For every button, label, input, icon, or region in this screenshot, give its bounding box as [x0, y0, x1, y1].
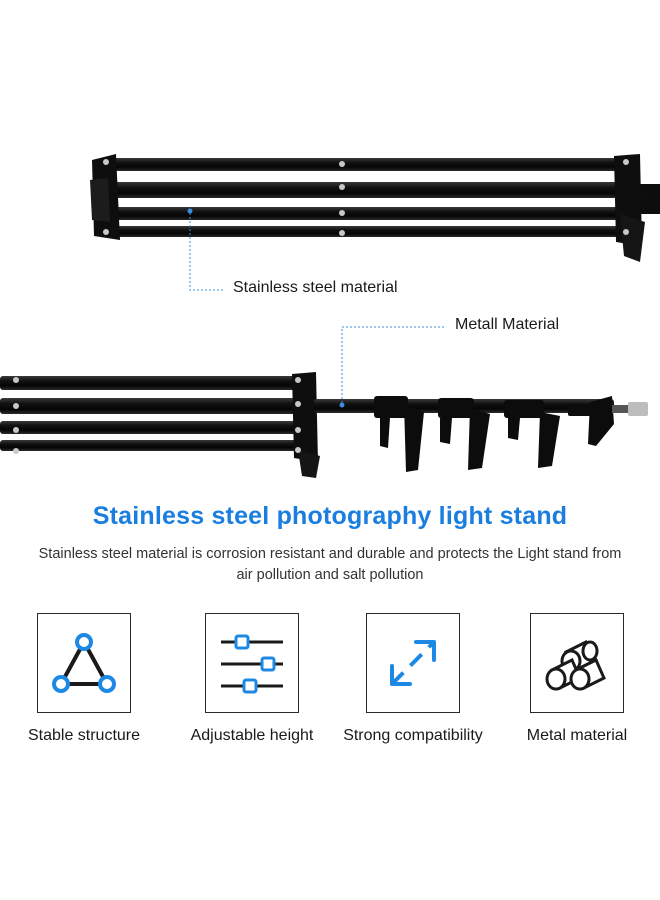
expand-arrows-icon	[390, 640, 436, 686]
feature-label: Metal material	[526, 727, 628, 744]
callout-line-stainless	[189, 213, 224, 291]
feature-icon-box	[37, 613, 131, 713]
sliders-icon	[221, 634, 283, 694]
feature-label: Adjustable height	[190, 727, 314, 744]
feature-icon-box	[530, 613, 624, 713]
callout-stainless-label: Stainless steel material	[233, 279, 398, 296]
feature-icon-box	[205, 613, 299, 713]
headline: Stainless steel photography light stand	[92, 502, 568, 530]
folded-stand-top	[90, 154, 660, 262]
feature-label: Stable structure	[27, 727, 141, 744]
stand-bottom	[0, 372, 648, 478]
feature-strong-compatibility: Strong compatibility	[343, 613, 483, 745]
callout-line-metal	[341, 326, 446, 403]
feature-metal-material: Metal material	[507, 613, 647, 745]
triangle-nodes-icon	[52, 633, 116, 693]
feature-adjustable-height: Adjustable height	[182, 613, 322, 745]
feature-icon-box	[366, 613, 460, 713]
feature-stable-structure: Stable structure	[14, 613, 154, 745]
description: Stainless steel material is corrosion re…	[38, 546, 622, 583]
metal-rods-icon	[545, 640, 606, 691]
callout-metal-label: Metall Material	[455, 316, 560, 333]
feature-label: Strong compatibility	[343, 727, 483, 744]
product-illustration	[0, 154, 660, 478]
